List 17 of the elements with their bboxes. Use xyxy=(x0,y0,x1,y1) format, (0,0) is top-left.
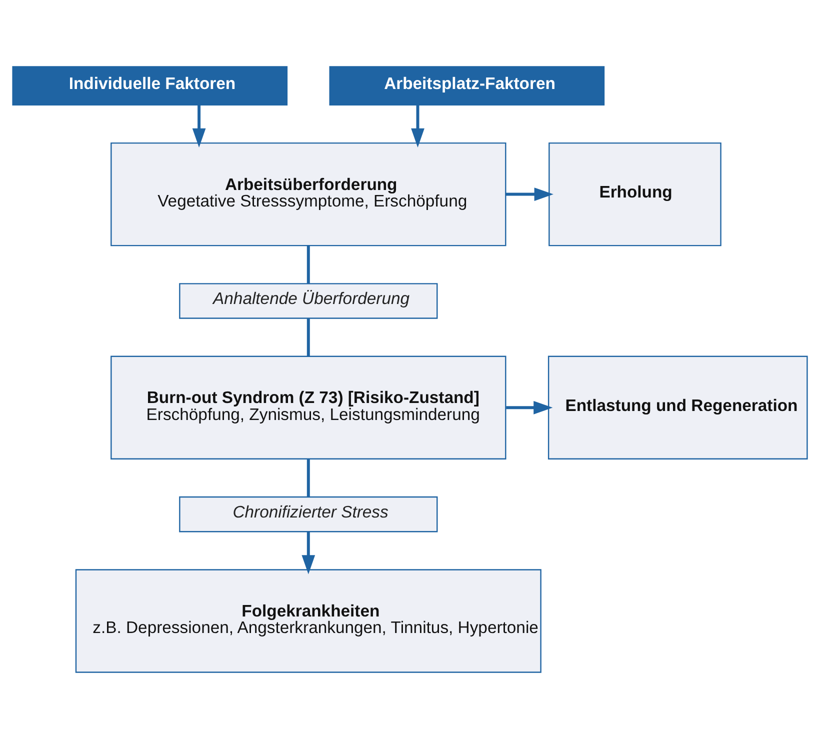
connector xyxy=(306,318,310,356)
node-box: Anhaltende Überforderung xyxy=(179,282,438,318)
connector xyxy=(306,245,310,284)
node-box: Entlastung und Regeneration xyxy=(548,355,808,459)
node-box: Burn-out Syndrom (Z 73) [Risiko-Zustand] Erschöpfung, Zynismus, Leistungsminderung xyxy=(110,355,506,459)
arrow xyxy=(506,187,554,200)
node-box: Individuelle Faktoren xyxy=(12,66,288,105)
arrow xyxy=(302,531,316,574)
connector xyxy=(306,458,310,496)
node-box: Arbeitsüberforderung Vegetative Stresssymptome, Erschöpfung xyxy=(110,142,506,246)
arrow xyxy=(411,104,424,147)
node-box: Folgekrankheiten z.B. Depressionen, Angsterkrankungen, Tinnitus, Hypertonie xyxy=(75,568,542,672)
node-box: Chronifizierter Stress xyxy=(179,496,438,532)
node-box: Erholung xyxy=(548,142,722,246)
node-box: Arbeitsplatz-Faktoren xyxy=(329,66,605,105)
arrow xyxy=(506,400,553,414)
arrow xyxy=(192,104,206,147)
